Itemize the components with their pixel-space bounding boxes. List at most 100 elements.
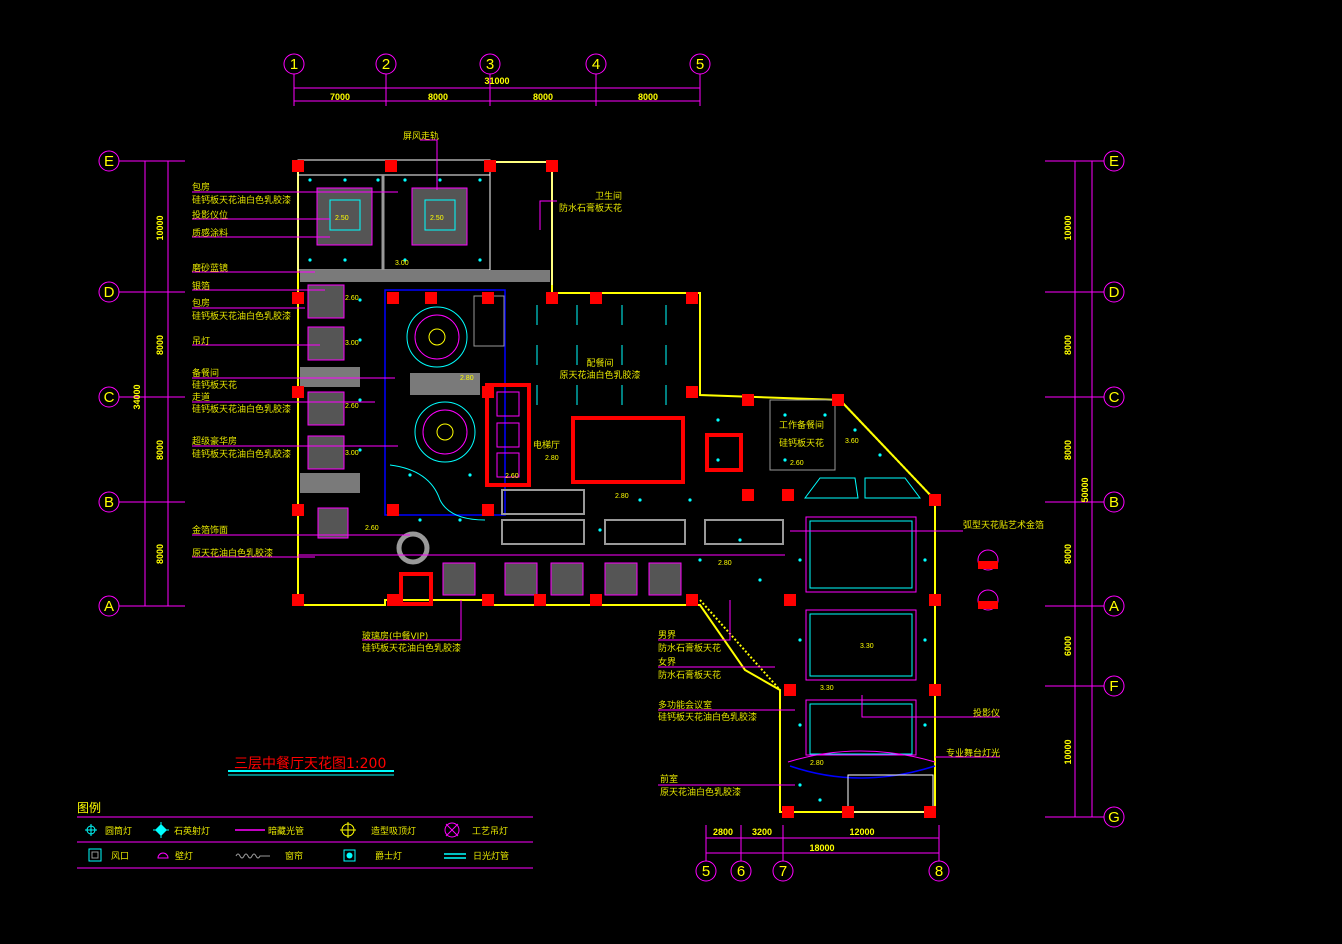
legend-label: 暗藏光管 — [268, 825, 304, 837]
axis-bubble: 6 — [730, 825, 752, 882]
label-work-pantry-ceiling: 硅钙板天花 — [779, 437, 824, 449]
structural-column — [546, 292, 558, 304]
label-corridor: 走道 — [192, 391, 210, 403]
drawing-title-text: 三层中餐厅天花图1:200 — [234, 756, 386, 772]
label-pantry: 配餐间 — [586, 357, 613, 369]
downlight-icon — [598, 528, 602, 532]
axis-label: 7 — [779, 863, 787, 880]
structural-column — [482, 292, 494, 304]
label-projector-position: 投影仪位 — [192, 209, 228, 221]
downlight-icon — [738, 538, 742, 542]
axis-bubble: C — [98, 386, 185, 408]
fluorescent-tube-icon — [444, 853, 466, 859]
downlight-icon — [403, 178, 407, 182]
legend-label: 石英射灯 — [174, 825, 210, 837]
ceiling-lamp-icon — [340, 822, 356, 838]
right-dimension: 8000 — [1063, 544, 1073, 564]
structural-column — [929, 494, 941, 506]
axis-label: D — [1109, 284, 1120, 301]
left-total-dimension: 34000 — [132, 384, 142, 409]
label-work-pantry: 工作备餐间 — [779, 419, 824, 431]
annotations: 包房 硅钙板天花油白色乳胶漆 投影仪位 质感涂料 磨砂蓝镜 银箔 包房 硅钙板天… — [192, 130, 1044, 798]
label-deluxe-room: 超级豪华房 — [192, 435, 237, 447]
axis-label: 3 — [486, 56, 494, 73]
structural-column — [534, 594, 546, 606]
label-ceiling-material: 硅钙板天花油白色乳胶漆 — [192, 403, 291, 415]
downlight-icon — [468, 473, 472, 477]
label-meeting-ceiling: 硅钙板天花油白色乳胶漆 — [658, 711, 757, 723]
downlight-icon — [308, 178, 312, 182]
label-ceiling-material: 硅钙板天花 — [192, 379, 237, 391]
ceiling-height-label: 2.50 — [430, 215, 444, 222]
ceiling-height-label: 2.60 — [365, 525, 379, 532]
axis-label: B — [1109, 494, 1119, 511]
label-silver-foil: 银箔 — [192, 280, 210, 292]
bottom-dimension: 12000 — [849, 827, 874, 837]
drawing-title: 三层中餐厅天花图1:200 — [228, 756, 394, 776]
axis-bubble: 5 — [695, 825, 717, 882]
structural-column — [784, 594, 796, 606]
label-pantry-ceiling: 原天花油白色乳胶漆 — [559, 369, 640, 381]
axis-label: C — [104, 389, 115, 406]
axis-label: 6 — [737, 863, 745, 880]
structural-column — [742, 489, 754, 501]
ceiling-height-label: 3.30 — [820, 685, 834, 692]
ceiling-height-label: 3.00 — [345, 340, 359, 347]
label-womens-room: 女界 — [658, 656, 676, 668]
legend-label: 日光灯管 — [473, 850, 509, 862]
axis-label: C — [1109, 389, 1120, 406]
right-dimension: 8000 — [1063, 440, 1073, 460]
legend: 图例 圆筒灯 石英射灯 暗藏光管 造型吸顶灯 工艺吊灯 风口 壁灯 窗帘 爵士灯… — [77, 801, 533, 869]
axis-bubble: E — [1045, 150, 1125, 172]
structural-column — [686, 292, 698, 304]
label-toilet-ceiling: 防水石膏板天花 — [559, 202, 622, 214]
leader-lines — [192, 139, 1000, 786]
label-ceiling-material: 硅钙板天花油白色乳胶漆 — [192, 194, 291, 206]
legend-label: 工艺吊灯 — [472, 826, 508, 837]
ceiling-height-label: 3.00 — [345, 450, 359, 457]
structural-column — [929, 594, 941, 606]
air-vent-icon — [88, 848, 102, 862]
label-mens-room: 男界 — [658, 630, 676, 641]
axis-label: 8 — [935, 863, 943, 880]
structural-column — [686, 594, 698, 606]
downlight-icon — [358, 298, 362, 302]
ceiling-height-label: 3.60 — [845, 438, 859, 445]
legend-label: 造型吸顶灯 — [371, 825, 416, 837]
ceiling-height-label: 2.80 — [460, 375, 474, 382]
downlight-icon — [688, 498, 692, 502]
label-anteroom-ceiling: 原天花油白色乳胶漆 — [660, 786, 741, 798]
axis-bubble: 7 — [772, 825, 794, 882]
ceiling-height-label: 2.50 — [335, 215, 349, 222]
axis-bubble: D — [1045, 281, 1125, 303]
quartz-spotlight-icon — [153, 822, 169, 838]
axis-bubble: E — [98, 150, 185, 172]
structural-column — [590, 292, 602, 304]
label-gold-foil: 金箔饰面 — [192, 524, 228, 536]
structural-column — [782, 806, 794, 818]
downlight-icon — [376, 178, 380, 182]
structural-column — [482, 504, 494, 516]
downlight-icon — [798, 558, 802, 562]
label-anteroom: 前室 — [660, 773, 678, 785]
axis-bubble: A — [1045, 595, 1125, 617]
axis-label: 5 — [702, 863, 710, 880]
label-ceiling-material: 硅钙板天花油白色乳胶漆 — [192, 310, 291, 322]
structural-column — [782, 489, 794, 501]
wall-lamp-icon — [157, 852, 169, 859]
axis-label: D — [104, 284, 115, 301]
downlight-icon — [358, 338, 362, 342]
right-dimension: 8000 — [1063, 335, 1073, 355]
top-dimension: 8000 — [428, 92, 448, 102]
top-dimension: 8000 — [533, 92, 553, 102]
label-ceiling-material: 硅钙板天花油白色乳胶漆 — [192, 448, 291, 460]
structural-column — [742, 394, 754, 406]
structural-column — [292, 504, 304, 516]
downlight-icon — [478, 178, 482, 182]
axis-label: A — [1109, 598, 1119, 615]
label-glass-room: 玻璃房(中餐VIP) — [362, 630, 428, 642]
structural-column — [929, 684, 941, 696]
downlight-icon — [85, 824, 97, 836]
